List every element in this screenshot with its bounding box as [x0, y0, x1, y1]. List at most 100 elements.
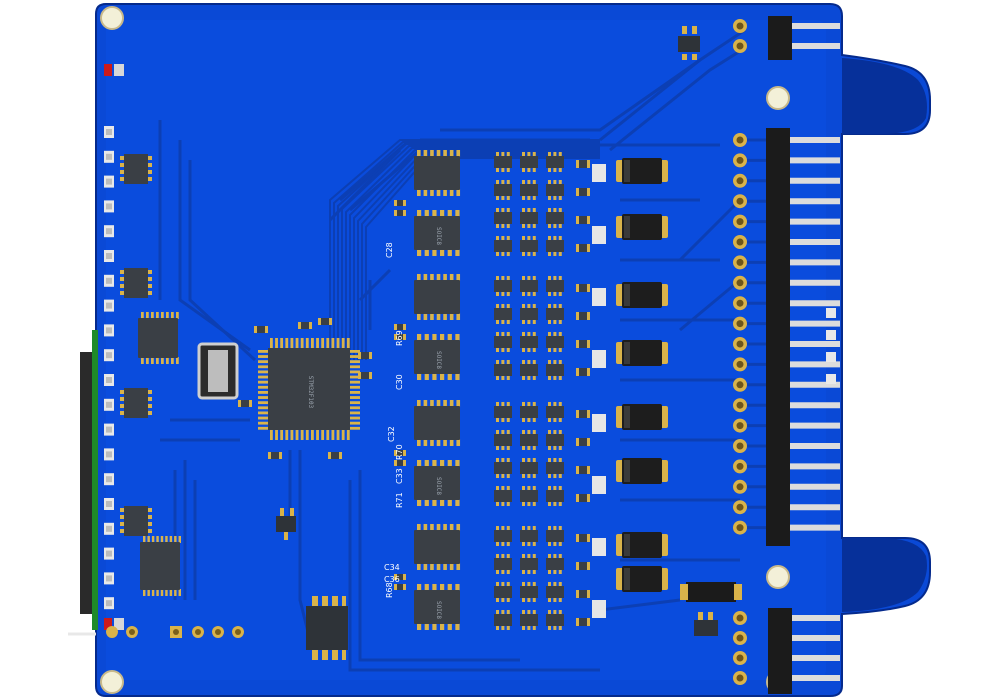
cap	[394, 584, 406, 590]
resistor	[576, 188, 590, 196]
pad-hole	[736, 381, 744, 389]
resistor	[576, 284, 590, 292]
pad-hole	[736, 299, 744, 307]
label-r69: R69	[395, 330, 404, 346]
header-body	[766, 128, 790, 546]
cap	[394, 324, 406, 330]
mosfet	[546, 458, 564, 478]
pin-stub	[826, 308, 836, 318]
cap-body	[592, 164, 606, 182]
resistor	[576, 562, 590, 570]
led	[104, 423, 114, 436]
chip-marking: SOIC8	[435, 601, 442, 619]
status-led-red	[104, 64, 112, 76]
mcu-pin	[350, 375, 360, 379]
mosfet	[546, 526, 564, 546]
mosfet	[546, 486, 564, 506]
mcu-pin	[350, 416, 360, 420]
mcu-pin	[258, 375, 268, 379]
bus-trace	[333, 141, 600, 360]
mosfet	[494, 304, 512, 324]
pad-hole	[736, 177, 744, 185]
mcu-pin	[275, 430, 278, 440]
mosfet	[494, 486, 512, 506]
mosfet	[520, 430, 538, 450]
resistor	[576, 244, 590, 252]
mcu-pin	[258, 355, 268, 358]
mosfet	[494, 332, 512, 352]
pad-hole	[736, 279, 744, 287]
mcu-pin	[280, 338, 284, 348]
resistor	[576, 466, 590, 474]
pad-hole	[736, 401, 744, 409]
led	[104, 349, 114, 362]
mcu-pin	[258, 426, 268, 430]
mcu-pin	[346, 338, 350, 348]
mcu-pin	[350, 396, 360, 399]
bottom-regulator	[306, 596, 348, 660]
cap	[394, 200, 406, 206]
mcu-pin	[258, 421, 268, 425]
led	[104, 299, 114, 312]
mcu-pin	[331, 338, 335, 348]
channel-block: SOIC8	[394, 274, 606, 380]
led	[104, 547, 114, 560]
main-pin-header	[733, 128, 840, 546]
cap-body	[592, 414, 606, 432]
tvs-diode	[616, 404, 668, 430]
mcu-pin	[311, 430, 314, 440]
mosfet	[494, 276, 512, 296]
trace	[358, 470, 520, 662]
label-r68: R68	[385, 582, 394, 598]
mosfet	[546, 430, 564, 450]
tvs-diode	[616, 566, 668, 592]
led	[104, 250, 114, 262]
resistor	[576, 438, 590, 446]
mcu-pin	[295, 430, 299, 440]
cap	[394, 334, 406, 340]
pad-hole	[736, 42, 744, 50]
mcu-pin	[336, 430, 340, 440]
mosfet	[546, 180, 564, 200]
decoupling-cap	[358, 352, 372, 359]
mosfet	[520, 236, 538, 256]
mosfet	[520, 526, 538, 546]
led	[104, 374, 114, 386]
pad-hole	[736, 483, 744, 491]
cap-body	[592, 350, 606, 368]
mcu-pin	[285, 338, 289, 348]
resistor	[576, 590, 590, 598]
pad-hole	[736, 238, 744, 246]
status-led-pad	[114, 618, 124, 630]
mosfet	[494, 152, 512, 172]
mcu-pin	[321, 430, 325, 440]
pad-hole	[736, 136, 744, 144]
tvs-diode	[616, 458, 668, 484]
mcu-pin	[258, 365, 268, 369]
bus-trace	[345, 147, 600, 360]
label-r70: R70	[395, 444, 404, 460]
mcu-pin	[350, 406, 360, 410]
mcu-pin	[300, 338, 304, 348]
mosfet	[546, 152, 564, 172]
cap-body	[592, 226, 606, 244]
mcu-pin	[275, 338, 278, 348]
mcu-pin	[270, 338, 273, 348]
tvs-diode	[616, 532, 668, 558]
led	[104, 473, 114, 486]
resistor-array	[120, 268, 152, 298]
pad-hole	[736, 524, 744, 532]
resistor	[576, 534, 590, 542]
bottom-tab	[842, 538, 927, 612]
pad-hole	[736, 320, 744, 328]
pad-hole	[736, 503, 744, 511]
top-pin-header	[733, 16, 840, 60]
mcu-pin	[258, 380, 268, 384]
resistor	[576, 160, 590, 168]
mosfet	[546, 304, 564, 324]
mcu-pin	[270, 430, 273, 440]
bus-trace	[337, 143, 600, 360]
mosfet	[494, 458, 512, 478]
mosfet	[520, 486, 538, 506]
led	[104, 225, 114, 238]
